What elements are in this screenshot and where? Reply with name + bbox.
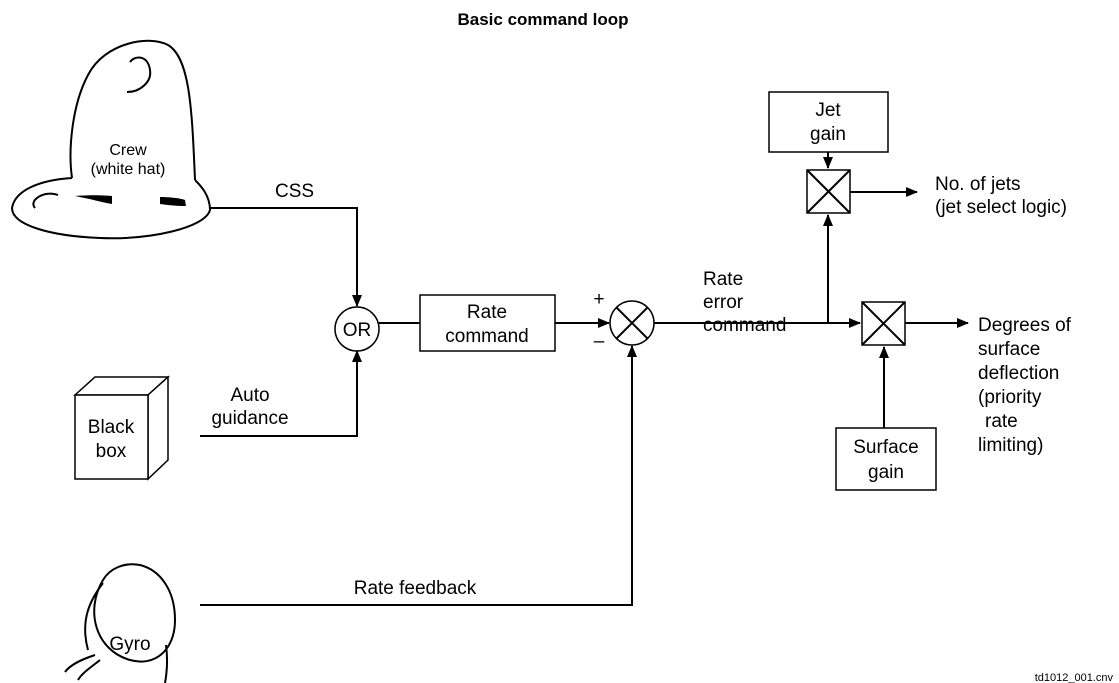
surface-output-line3: deflection (978, 363, 1059, 384)
jet-multiplier (806, 169, 851, 214)
surface-gain-label: Surface (853, 437, 918, 458)
rate-error-sublabel: error (703, 292, 744, 313)
jet-gain-label: Jet (815, 100, 841, 121)
surface-output-line1: Degrees of (978, 315, 1072, 336)
file-reference-label: td1012_001.cnv (1035, 672, 1114, 683)
plus-sign: + (593, 289, 604, 310)
surface-output-line4: (priority (978, 387, 1042, 408)
rate-command-sublabel: command (445, 326, 528, 347)
jets-output-sublabel: (jet select logic) (935, 197, 1067, 218)
surface-multiplier (861, 301, 906, 346)
black-box-label: Black (88, 417, 135, 438)
rate-command-block: Rate command (419, 294, 556, 352)
summing-junction (609, 300, 655, 346)
rate-feedback-connector (200, 345, 637, 606)
auto-guidance-connector (200, 350, 362, 437)
gyro-label: Gyro (109, 634, 150, 655)
crew-sublabel: (white hat) (91, 161, 166, 178)
or-gate: OR (334, 306, 380, 352)
surface-output-line2: surface (978, 339, 1040, 360)
black-box-cube-icon: Black box (73, 375, 170, 481)
surface-output-line6: limiting) (978, 435, 1043, 456)
crew-white-hat-icon: Crew (white hat) (10, 39, 212, 240)
surface-gain-sublabel: gain (868, 462, 904, 483)
auto-guidance-label: Auto (230, 385, 269, 406)
rate-command-label: Rate (467, 302, 507, 323)
surface-output-label-group: Degrees of surface deflection (priority … (978, 315, 1072, 456)
rate-error-label: Rate (703, 269, 743, 290)
surface-gain-block: Surface gain (835, 427, 937, 491)
jets-output-label: No. of jets (935, 174, 1021, 195)
jet-gain-sublabel: gain (810, 124, 846, 145)
minus-sign: – (594, 331, 605, 352)
auto-guidance-sublabel: guidance (211, 408, 288, 429)
crew-label: Crew (109, 142, 147, 159)
css-connector (210, 207, 362, 307)
diagram-title: Basic command loop (458, 10, 629, 29)
gyro-icon: Gyro (64, 563, 177, 683)
css-label: CSS (275, 181, 314, 202)
rate-error-sublabel-2: command (703, 315, 786, 336)
rate-feedback-label: Rate feedback (354, 578, 477, 599)
surface-output-line5: rate (985, 411, 1018, 432)
jet-gain-block: Jet gain (768, 91, 889, 153)
or-gate-label: OR (343, 320, 372, 341)
black-box-sublabel: box (96, 441, 127, 462)
